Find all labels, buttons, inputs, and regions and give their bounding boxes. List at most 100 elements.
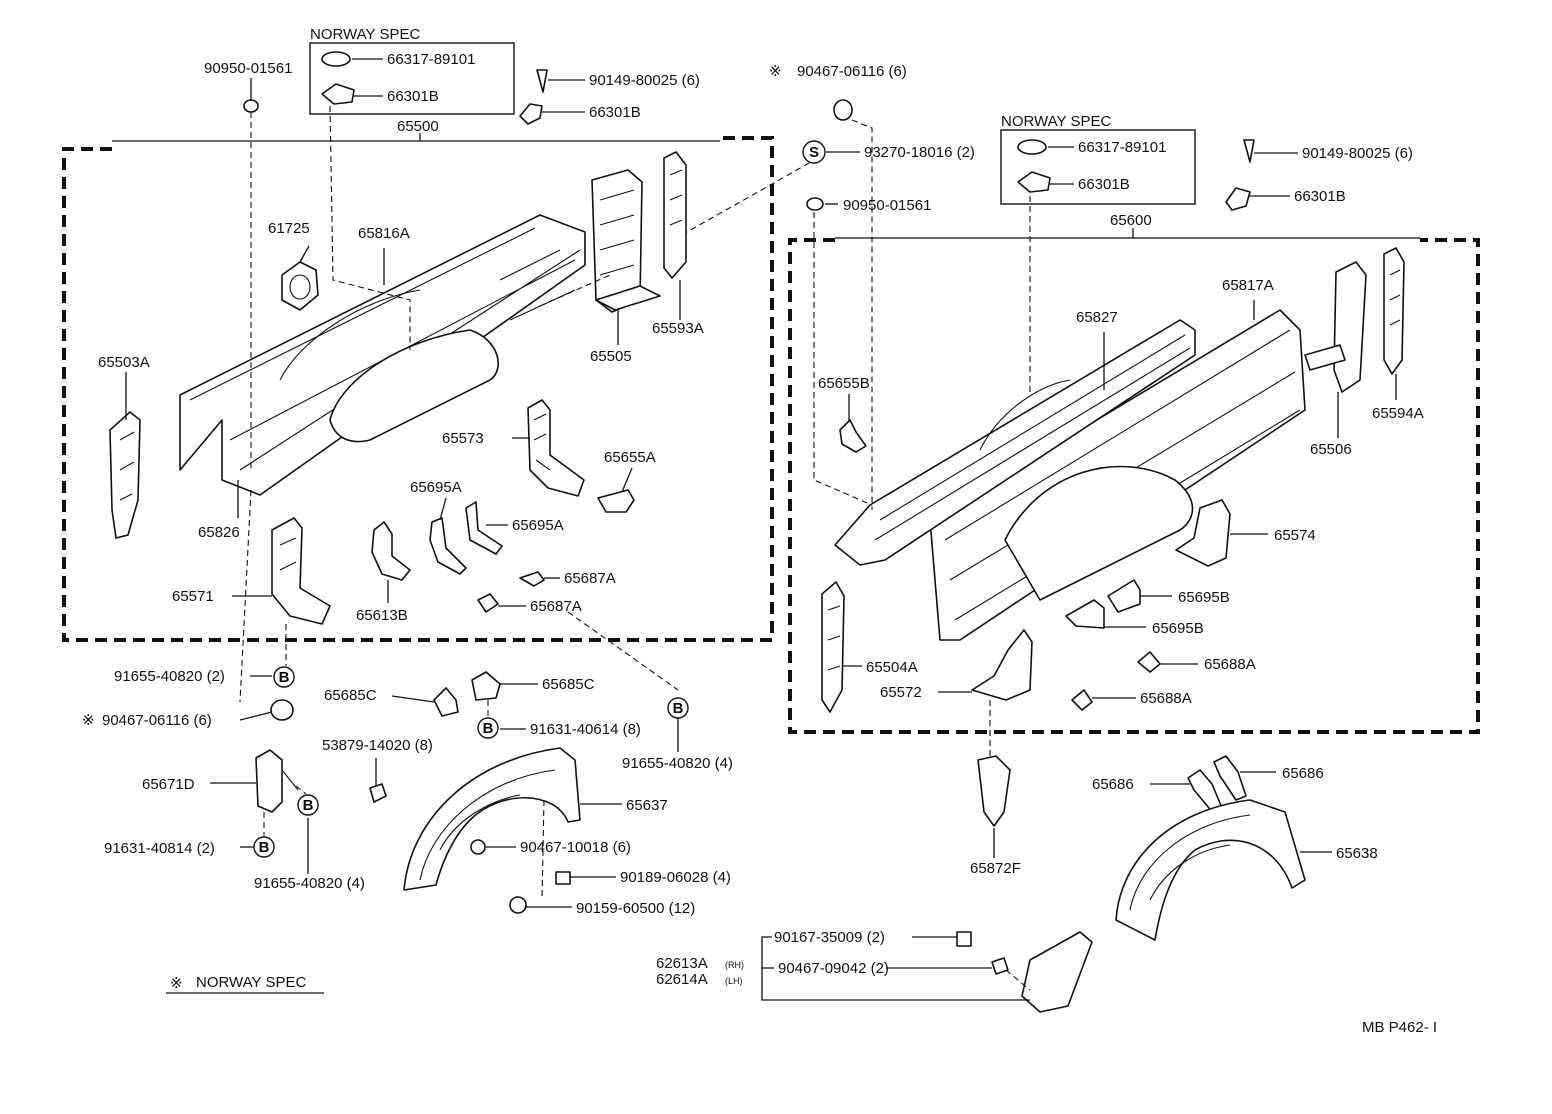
label-62614a-lh: (LH) (725, 976, 743, 986)
part-65872f (977, 755, 1011, 827)
part-65685c-2 (471, 671, 501, 701)
fastener-90467-10018 (470, 839, 486, 855)
label-65655a: 65655A (604, 449, 656, 466)
label-65500: 65500 (397, 118, 439, 135)
label-65613b: 65613B (356, 607, 408, 624)
part-61725 (281, 261, 319, 311)
label-65695b-1: 65695B (1178, 589, 1230, 606)
label-65504a: 65504A (866, 659, 918, 676)
label-65872f: 65872F (970, 860, 1021, 877)
label-65593a: 65593A (652, 320, 704, 337)
asterisk-legend: ※ (170, 975, 183, 992)
label-65687a-2: 65687A (530, 598, 582, 615)
fastener-90159 (509, 896, 527, 914)
part-65504a (821, 581, 845, 713)
part-65573 (527, 399, 585, 497)
screw-90149-80025-right (1243, 139, 1255, 163)
svg-text:B: B (259, 839, 270, 856)
label-66301b-box-right: 66301B (1078, 176, 1130, 193)
label-66301b-left: 66301B (589, 104, 641, 121)
label-90467-09042: 90467-09042 (2) (778, 960, 889, 977)
part-65503a (109, 411, 141, 539)
part-65695b-1 (1107, 579, 1141, 613)
bolt-symbol-2: B (667, 697, 689, 719)
label-65688a-1: 65688A (1204, 656, 1256, 673)
part-65506 (1304, 261, 1367, 393)
part-65613b (371, 521, 411, 581)
bed-floor-65826 (179, 214, 586, 496)
label-66301b-right: 66301B (1294, 188, 1346, 205)
bolt-90167 (956, 931, 972, 947)
label-65506: 65506 (1310, 441, 1352, 458)
part-65594a (1383, 247, 1405, 375)
label-90149-80025-right: 90149-80025 (6) (1302, 145, 1413, 162)
part-65655a (597, 489, 635, 513)
mudflap-62613a (1021, 931, 1093, 1013)
norway-spec-box-left (309, 42, 515, 115)
panel-65593a (663, 151, 687, 279)
inner-panel-65827 (834, 319, 1196, 566)
label-90950-01561-left: 90950-01561 (204, 60, 292, 77)
label-62613a: 62613A (656, 955, 708, 972)
screw-90149-80025-left (536, 69, 548, 93)
part-65655b (839, 419, 867, 453)
label-norway-spec-right: NORWAY SPEC (1001, 113, 1111, 130)
label-65817a: 65817A (1222, 277, 1274, 294)
label-53879-14020: 53879-14020 (8) (322, 737, 433, 754)
svg-text:B: B (279, 669, 290, 686)
svg-text:B: B (673, 700, 684, 717)
label-91655-40820-4b: 91655-40820 (4) (254, 875, 365, 892)
fender-liner-65638 (1115, 799, 1306, 941)
stud-symbol: S (802, 140, 826, 164)
plug-90950-01561-right (806, 197, 824, 211)
label-93270-18016: 93270-18016 (2) (864, 144, 975, 161)
label-65503a: 65503A (98, 354, 150, 371)
bolt-symbol-4: B (297, 794, 319, 816)
label-65671d: 65671D (142, 776, 195, 793)
label-65686-1: 65686 (1092, 776, 1134, 793)
label-65571: 65571 (172, 588, 214, 605)
bracket-66301b-right (1225, 187, 1251, 211)
label-65574: 65574 (1274, 527, 1316, 544)
label-65695a-1: 65695A (410, 479, 462, 496)
part-65571 (271, 517, 331, 625)
front-panel-65505 (591, 169, 661, 313)
asterisk-low: ※ (82, 712, 95, 729)
label-65685c-1: 65685C (324, 687, 377, 704)
label-62613a-rh: (RH) (725, 960, 744, 970)
part-65688a-1 (1137, 651, 1161, 673)
label-65573: 65573 (442, 430, 484, 447)
svg-text:S: S (809, 144, 819, 161)
label-90189-06028: 90189-06028 (4) (620, 869, 731, 886)
label-65655b: 65655B (818, 375, 870, 392)
side-panel-65817a (929, 309, 1306, 641)
label-65826: 65826 (198, 524, 240, 541)
bolt-symbol-1: B (273, 666, 295, 688)
svg-text:B: B (483, 720, 494, 737)
label-90950-01561-right: 90950-01561 (843, 197, 931, 214)
part-65688a-2 (1071, 689, 1093, 711)
label-61725: 61725 (268, 220, 310, 237)
label-65687a-1: 65687A (564, 570, 616, 587)
label-65637: 65637 (626, 797, 668, 814)
part-65695b-2 (1065, 599, 1105, 629)
label-65686-2: 65686 (1282, 765, 1324, 782)
reference-code: MB P462- I (1362, 1019, 1437, 1036)
leader-lines (125, 58, 1397, 1001)
clip-90467-09042 (991, 957, 1009, 975)
label-65638: 65638 (1336, 845, 1378, 862)
fender-liner-65637 (403, 747, 581, 891)
label-65695b-2: 65695B (1152, 620, 1204, 637)
norway-spec-box-right (1000, 129, 1196, 205)
clip-90467-06116-low (270, 699, 294, 721)
label-90159-60500: 90159-60500 (12) (576, 900, 695, 917)
label-65685c-2: 65685C (542, 676, 595, 693)
part-labels: 90950-01561 NORWAY SPEC 66317-89101 6630… (98, 26, 1437, 1036)
label-91631-40814: 91631-40814 (2) (104, 840, 215, 857)
box-parts-left (321, 51, 355, 105)
part-65572 (971, 629, 1033, 701)
label-66301b-box-left: 66301B (387, 88, 439, 105)
label-65572: 65572 (880, 684, 922, 701)
part-65687a-1 (519, 571, 545, 587)
